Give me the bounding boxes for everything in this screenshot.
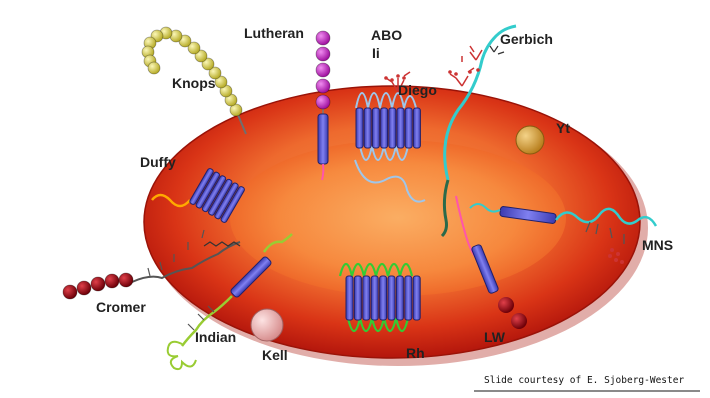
label-duffy: Duffy [140, 154, 176, 170]
rh-helix [413, 276, 420, 320]
rh-helix [396, 276, 403, 320]
lutheran-bead [316, 95, 330, 109]
label-yt: Yt [556, 120, 570, 136]
rh-helix [388, 276, 395, 320]
diego-helix [413, 108, 420, 148]
diego-helix [381, 108, 388, 148]
label-knops: Knops [172, 75, 216, 91]
diego-helix [364, 108, 371, 148]
cromer-bead [105, 274, 119, 288]
rh-helix [405, 276, 412, 320]
label-kell: Kell [262, 347, 288, 363]
label-indian: Indian [195, 329, 236, 345]
rh-helix [363, 276, 370, 320]
rh-helix [346, 276, 353, 320]
lutheran-helix [318, 114, 328, 164]
rh-helix [354, 276, 361, 320]
diego-helix [389, 108, 396, 148]
rh-helix [371, 276, 378, 320]
label-abo: ABO [371, 27, 402, 43]
diego-helix [372, 108, 379, 148]
label-cromer: Cromer [96, 299, 146, 315]
label-diego: Diego [398, 82, 437, 98]
cromer-bead [119, 273, 133, 287]
cromer-bead [91, 277, 105, 291]
lutheran-bead [316, 79, 330, 93]
label-gerbich: Gerbich [500, 31, 553, 47]
rh-helix [380, 276, 387, 320]
lutheran-protein [316, 31, 330, 180]
diego-helix [356, 108, 363, 148]
label-rh: Rh [406, 345, 425, 361]
label-ii: Ii [372, 45, 380, 61]
label-lw: LW [484, 329, 506, 345]
cromer-bead-chain [63, 273, 133, 299]
rh-helix-bundle [346, 276, 420, 320]
label-mns: MNS [642, 237, 673, 253]
lutheran-bead [316, 47, 330, 61]
cromer-bead [77, 281, 91, 295]
lutheran-bead [316, 63, 330, 77]
slide-credit: Slide courtesy of E. Sjoberg-Wester [474, 372, 700, 392]
lutheran-bead-column [316, 31, 330, 109]
cromer-bead [63, 285, 77, 299]
yt-protein [516, 126, 544, 154]
diego-helix [397, 108, 404, 148]
knops-bead-chain [142, 27, 242, 116]
diego-helix [405, 108, 412, 148]
knops-bead [148, 62, 160, 74]
lutheran-bead [316, 31, 330, 45]
label-lutheran: Lutheran [244, 25, 304, 41]
kell-protein [251, 309, 283, 341]
